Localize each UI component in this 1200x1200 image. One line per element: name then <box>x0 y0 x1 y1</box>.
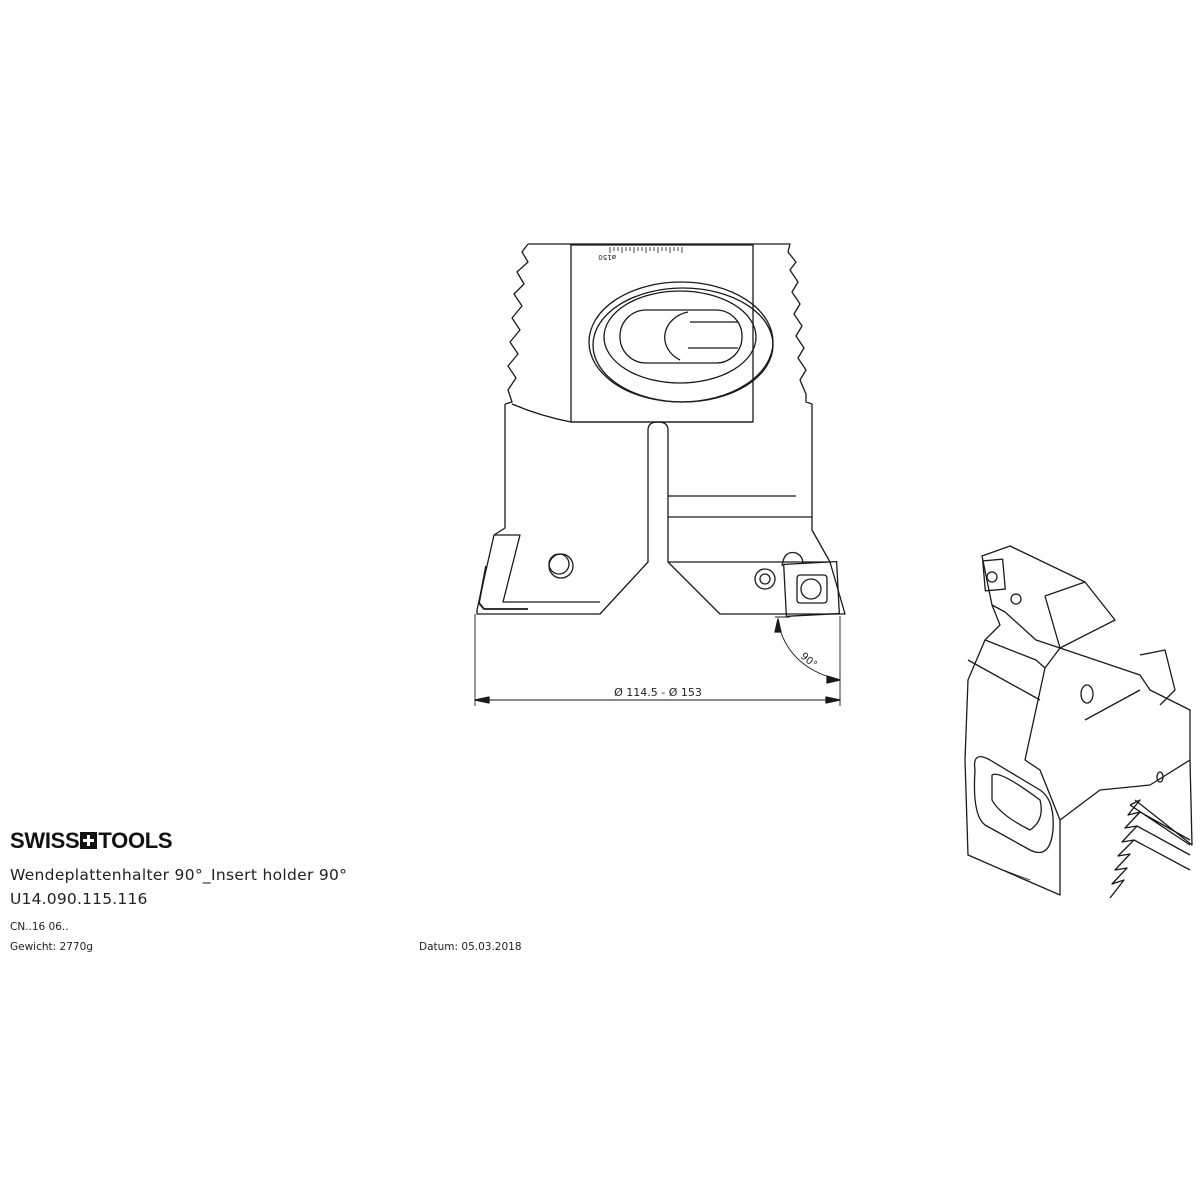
dimension-arrows <box>474 618 841 704</box>
iso-top-block <box>981 545 1116 649</box>
iso-hole <box>1080 684 1094 704</box>
iso-clamp-ring <box>973 756 1054 854</box>
scale-ticks <box>609 247 683 253</box>
angle-dimension-label: 90° <box>798 651 819 671</box>
clamp-slot-detail <box>664 311 738 361</box>
iso-body <box>964 604 1193 896</box>
iso-screw <box>1010 593 1022 605</box>
body-shoulder-curve <box>511 403 753 423</box>
date: Datum: 05.03.2018 <box>419 941 522 953</box>
cutting-insert-face <box>796 574 828 604</box>
serrated-head-outline <box>504 243 813 405</box>
scale-label: ø150 <box>598 253 616 261</box>
insert-code: CN..16 06.. <box>10 921 69 933</box>
part-number: U14.090.115.116 <box>10 890 148 908</box>
extension-lines <box>474 614 841 706</box>
iso-serrations <box>1109 799 1191 899</box>
clamp-ring-inner <box>603 290 757 384</box>
body-left-outline <box>476 404 846 615</box>
clamp-screw-inner <box>759 573 771 585</box>
drawing-title: Wendeplattenhalter 90°_Insert holder 90° <box>10 866 348 884</box>
diameter-dimension-label: Ø 114.5 - Ø 153 <box>614 686 702 699</box>
front-view: ø150 Ø 114.5 - Ø 153 90° <box>474 243 846 706</box>
locating-pin-inner <box>548 553 570 575</box>
iso-insert <box>982 558 1006 592</box>
iso-small-hole <box>1156 771 1164 783</box>
clamp-screw <box>754 568 776 590</box>
angle-arc <box>777 621 841 681</box>
iso-insert-hole <box>986 571 998 583</box>
insert-hole <box>800 578 822 600</box>
swiss-cross-icon <box>80 832 98 849</box>
isometric-view <box>964 545 1193 899</box>
cutting-insert <box>783 560 840 617</box>
insert-seat-left <box>478 565 528 610</box>
weight: Gewicht: 2770g <box>10 941 93 953</box>
body-horizontal-lines <box>494 495 830 603</box>
clamp-ring-edge <box>592 287 774 403</box>
screw-bump <box>781 551 804 567</box>
iso-scale-marks <box>1002 869 1031 881</box>
clamp-slot <box>619 309 743 364</box>
